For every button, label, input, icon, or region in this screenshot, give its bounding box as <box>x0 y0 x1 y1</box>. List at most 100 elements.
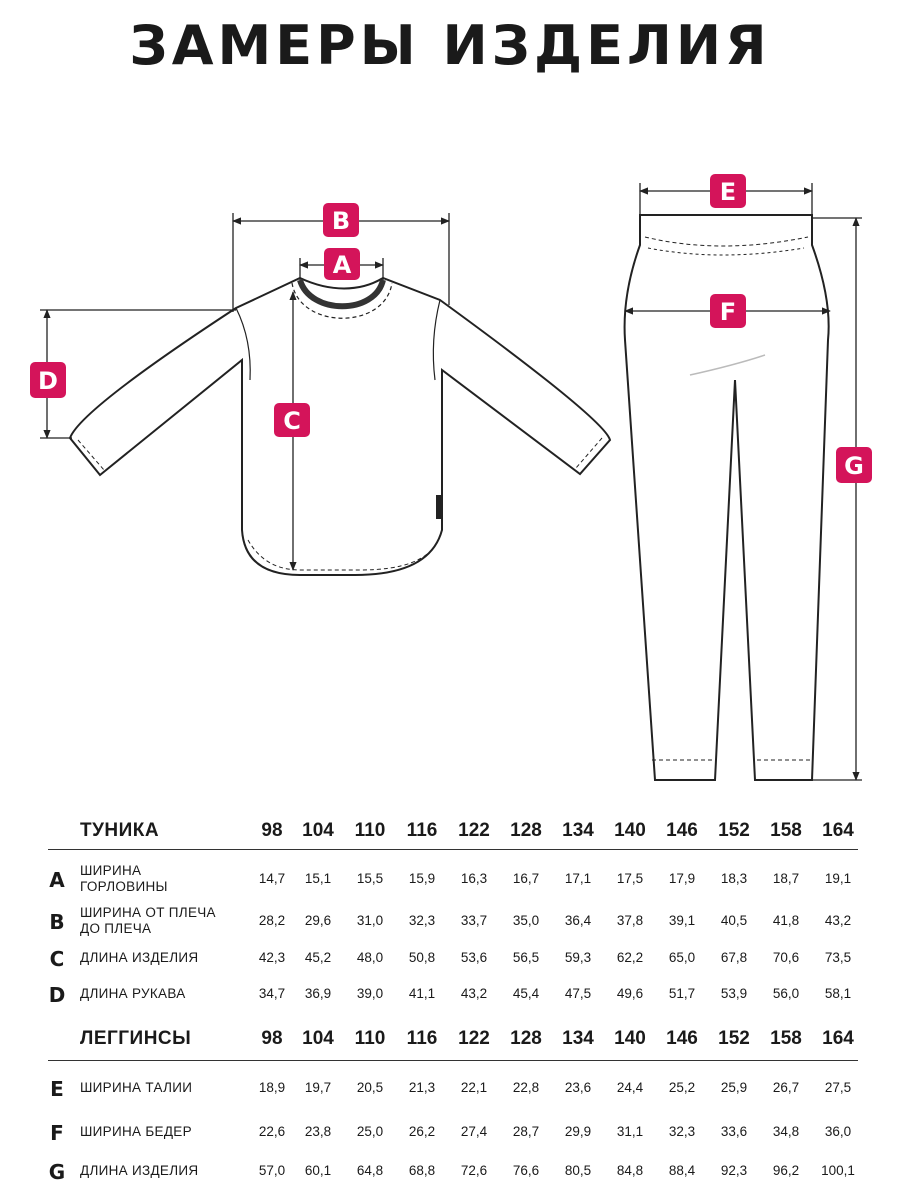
table-cell: 21,3 <box>408 1080 436 1095</box>
svg-text:A: A <box>333 251 352 279</box>
table-cell: 96,2 <box>772 1163 800 1178</box>
marker-g: G <box>836 447 872 483</box>
table-cell: 25,9 <box>720 1080 748 1095</box>
row-letter: E <box>50 1077 64 1101</box>
table-cell: 92,3 <box>720 1163 748 1178</box>
table-cell: 36,9 <box>304 986 332 1001</box>
size-header: 116 <box>406 820 438 841</box>
size-header: 128 <box>510 1028 542 1049</box>
table-cell: 22,1 <box>460 1080 488 1095</box>
table-cell: 28,7 <box>512 1124 540 1139</box>
table-cell: 56,0 <box>772 986 800 1001</box>
table-cell: 49,6 <box>616 986 644 1001</box>
table-cell: 31,0 <box>356 913 384 928</box>
table-cell: 25,2 <box>668 1080 696 1095</box>
row-label-line: ДЛИНА РУКАВА <box>80 986 186 1001</box>
table-cell: 68,8 <box>408 1163 436 1178</box>
marker-badges: B A C D E F G <box>30 174 872 483</box>
table-cell: 80,5 <box>564 1163 592 1178</box>
table-cell: 64,8 <box>356 1163 384 1178</box>
row-letter: F <box>50 1121 64 1145</box>
table-cell: 18,7 <box>772 871 800 886</box>
size-header: 122 <box>458 820 490 841</box>
table-cell: 19,7 <box>304 1080 332 1095</box>
table-cell: 27,5 <box>824 1080 852 1095</box>
row-label-line: ШИРИНА ТАЛИИ <box>80 1080 193 1095</box>
table-cell: 22,6 <box>258 1124 286 1139</box>
table-cell: 23,6 <box>564 1080 592 1095</box>
table-cell: 43,2 <box>824 913 852 928</box>
table-cell: 35,0 <box>512 913 540 928</box>
size-header: 140 <box>614 1028 646 1049</box>
row-label-line: ДЛИНА ИЗДЕЛИЯ <box>80 950 199 965</box>
row-letter: A <box>49 868 65 892</box>
size-header: 104 <box>302 1028 334 1049</box>
marker-a: A <box>324 248 360 280</box>
row-label: ДЛИНА РУКАВА <box>80 986 186 1002</box>
table-cell: 15,5 <box>356 871 384 886</box>
table-cell: 39,0 <box>356 986 384 1001</box>
row-label-line: ГОРЛОВИНЫ <box>80 879 168 894</box>
table-cell: 58,1 <box>824 986 852 1001</box>
marker-d: D <box>30 362 66 398</box>
marker-c: C <box>274 403 310 437</box>
table-cell: 16,3 <box>460 871 488 886</box>
table-cell: 28,2 <box>258 913 286 928</box>
table-cell: 33,6 <box>720 1124 748 1139</box>
size-header: 98 <box>261 820 283 841</box>
table-cell: 40,5 <box>720 913 748 928</box>
table-cell: 47,5 <box>564 986 592 1001</box>
table-cell: 17,5 <box>616 871 644 886</box>
table-cell: 25,0 <box>356 1124 384 1139</box>
table-divider <box>48 1060 858 1061</box>
table-cell: 17,1 <box>564 871 592 886</box>
table-cell: 32,3 <box>668 1124 696 1139</box>
table-cell: 60,1 <box>304 1163 332 1178</box>
table-cell: 31,1 <box>616 1124 644 1139</box>
table-cell: 18,9 <box>258 1080 286 1095</box>
svg-text:D: D <box>38 367 58 395</box>
table-cell: 33,7 <box>460 913 488 928</box>
row-label-line: ШИРИНА ОТ ПЛЕЧА <box>80 905 216 920</box>
size-header: 164 <box>822 1028 854 1049</box>
size-header: 116 <box>406 1028 438 1049</box>
row-label: ШИРИНА ТАЛИИ <box>80 1080 192 1096</box>
table-cell: 15,1 <box>304 871 332 886</box>
table-cell: 56,5 <box>512 950 540 965</box>
svg-text:B: B <box>332 207 350 235</box>
row-label: ДЛИНА ИЗДЕЛИЯ <box>80 1163 198 1179</box>
size-header: 152 <box>718 820 750 841</box>
table-cell: 53,6 <box>460 950 488 965</box>
table-cell: 26,2 <box>408 1124 436 1139</box>
table-cell: 76,6 <box>512 1163 540 1178</box>
table-cell: 17,9 <box>668 871 696 886</box>
table-cell: 43,2 <box>460 986 488 1001</box>
tunic-heading: ТУНИКА <box>80 820 160 841</box>
table-cell: 29,9 <box>564 1124 592 1139</box>
size-header: 134 <box>562 820 594 841</box>
measurement-diagram: B A C D E F G <box>30 174 872 781</box>
table-cell: 36,0 <box>824 1124 852 1139</box>
table-cell: 72,6 <box>460 1163 488 1178</box>
table-cell: 84,8 <box>616 1163 644 1178</box>
leggings-drawing <box>623 214 830 781</box>
table-cell: 65,0 <box>668 950 696 965</box>
leggings-heading: ЛЕГГИНСЫ <box>80 1028 192 1049</box>
svg-text:C: C <box>283 407 301 435</box>
row-letter: G <box>48 1160 66 1184</box>
size-header: 152 <box>718 1028 750 1049</box>
table-cell: 67,8 <box>720 950 748 965</box>
table-cell: 45,4 <box>512 986 540 1001</box>
size-header: 128 <box>510 820 542 841</box>
table-cell: 16,7 <box>512 871 540 886</box>
table-cell: 70,6 <box>772 950 800 965</box>
table-divider <box>48 849 858 850</box>
table-cell: 59,3 <box>564 950 592 965</box>
table-cell: 100,1 <box>821 1163 855 1178</box>
row-label-line: ШИРИНА БЕДЕР <box>80 1124 192 1139</box>
table-cell: 42,3 <box>258 950 286 965</box>
size-header: 122 <box>458 1028 490 1049</box>
table-cell: 73,5 <box>824 950 852 965</box>
